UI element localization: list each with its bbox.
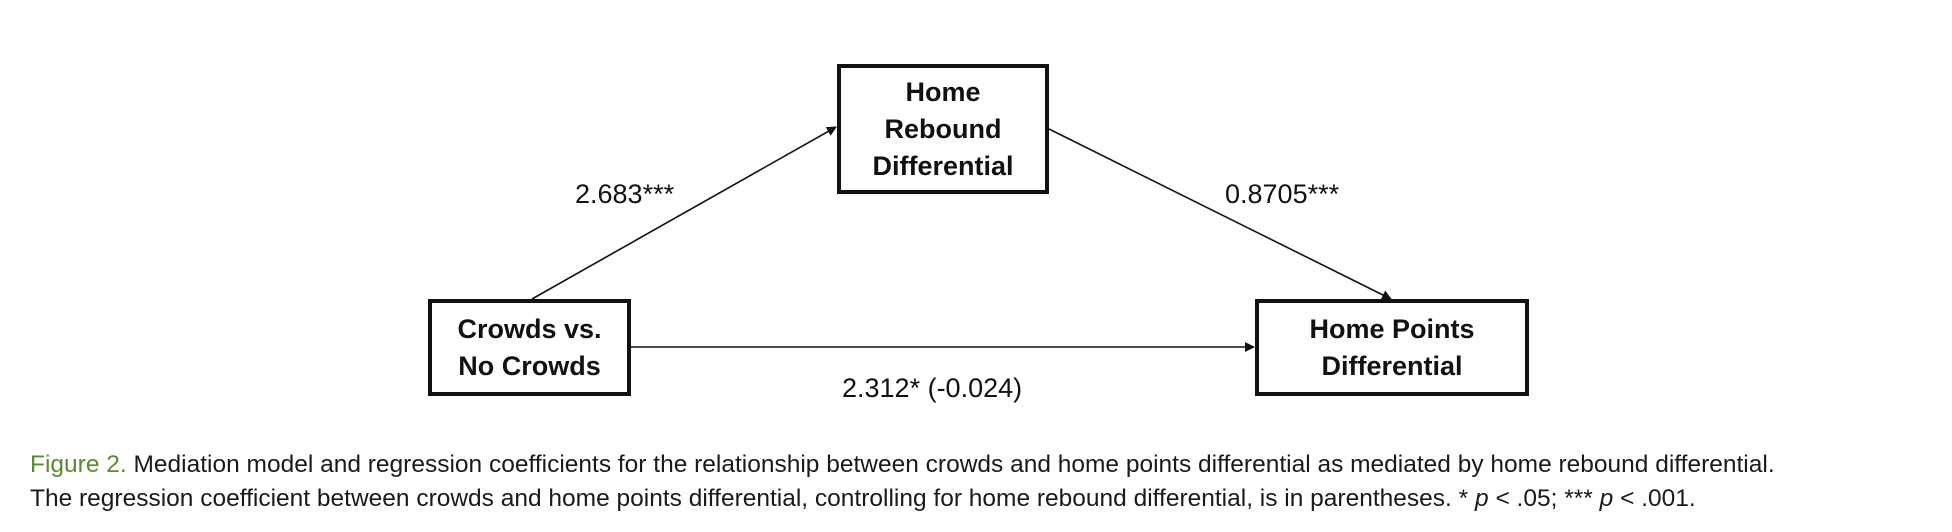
significance-text-1: < .05; *** (1488, 485, 1600, 512)
significance-text-2: < .001. (1613, 485, 1696, 512)
node-home-rebound-differential: Home Rebound Differential (837, 64, 1049, 194)
caption-text-2: The regression coefficient between crowd… (30, 485, 1475, 512)
arrow-mediator-to-y (1048, 128, 1392, 300)
arrow-x-to-mediator (531, 126, 837, 300)
p-symbol-1: p (1475, 485, 1489, 512)
caption-line-2: The regression coefficient between crowd… (30, 482, 1940, 516)
coefficient-path-a: 2.683*** (575, 179, 675, 209)
diagram-arrows (531, 126, 1392, 352)
node-home-points-differential: Home Points Differential (1255, 299, 1529, 396)
mediation-diagram: Home Rebound Differential Crowds vs. No … (428, 64, 1529, 403)
caption-text-1: Mediation model and regression coefficie… (126, 451, 1775, 478)
figure-caption: Figure 2. Mediation model and regression… (30, 448, 1940, 516)
coefficient-path-b: 0.8705*** (1225, 179, 1340, 209)
figure-label: Figure 2. (30, 451, 127, 478)
caption-line-1: Figure 2. Mediation model and regression… (30, 448, 1940, 482)
node-crowds-vs-no-crowds: Crowds vs. No Crowds (428, 299, 631, 396)
p-symbol-2: p (1599, 485, 1614, 512)
coefficient-path-c: 2.312* (-0.024) (842, 373, 1023, 403)
